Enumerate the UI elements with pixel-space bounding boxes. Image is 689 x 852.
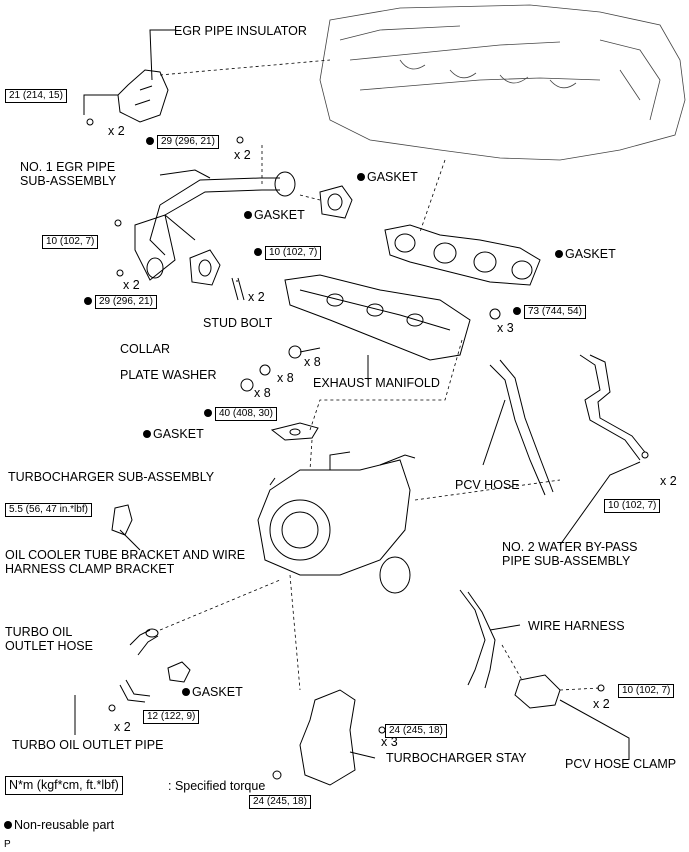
label-stud-bolt: STUD BOLT <box>203 316 273 330</box>
torque-box: 24 (245, 18) <box>249 795 311 809</box>
label-wire-harness: WIRE HARNESS <box>528 619 625 633</box>
qty-mark: x 3 <box>381 735 398 749</box>
label-pcv-hose: PCV HOSE <box>455 478 520 492</box>
qty-mark: x 3 <box>497 321 514 335</box>
legend-non-reusable-text: Non-reusable part <box>14 818 115 832</box>
non-reusable-dot-icon <box>182 688 190 696</box>
qty-mark: x 2 <box>593 697 610 711</box>
pcv-hose-clamp-part <box>514 674 561 709</box>
torque-box: 73 (744, 54) <box>524 305 586 319</box>
non-reusable-dot-icon <box>204 409 212 417</box>
turbo-gasket <box>270 422 319 441</box>
qty-mark: x 8 <box>304 355 321 369</box>
label-gasket-2: GASKET <box>244 208 305 222</box>
label-gasket-5: GASKET <box>182 685 243 699</box>
qty-mark: x 2 <box>248 290 265 304</box>
non-reusable-dot-icon <box>84 297 92 305</box>
wire-harness-part <box>459 589 496 689</box>
label-gasket-3: GASKET <box>555 247 616 261</box>
torque-box: 12 (122, 9) <box>143 710 200 724</box>
no2-water-bypass-pipe-part <box>579 354 649 461</box>
gasket-text: GASKET <box>565 247 616 261</box>
non-reusable-dot-icon <box>244 211 252 219</box>
label-collar: COLLAR <box>120 342 171 356</box>
no1-egr-pipe-part <box>149 177 280 256</box>
label-oil-cooler-bracket: OIL COOLER TUBE BRACKET AND WIRE HARNESS… <box>5 548 246 576</box>
collar-part <box>288 345 302 359</box>
gasket-text: GASKET <box>367 170 418 184</box>
egr-gasket-lower <box>189 249 221 286</box>
non-reusable-dot-icon <box>4 821 12 829</box>
non-reusable-dot-icon <box>357 173 365 181</box>
torque-box: 29 (296, 21) <box>95 295 157 309</box>
qty-mark: x 2 <box>108 124 125 138</box>
torque-box: 5.5 (56, 47 in.*lbf) <box>5 503 92 517</box>
qty-mark: x 2 <box>234 148 251 162</box>
stud-bolt-part <box>231 277 245 301</box>
label-turbocharger-stay: TURBOCHARGER STAY <box>386 751 527 765</box>
torque-box: 10 (102, 7) <box>618 684 675 698</box>
turbo-oil-outlet-pipe-part <box>119 679 151 703</box>
label-turbo-oil-outlet-pipe: TURBO OIL OUTLET PIPE <box>12 738 164 752</box>
qty-mark: x 8 <box>277 371 294 385</box>
footer-code: P <box>4 839 11 850</box>
pcv-hose-part <box>489 359 554 496</box>
non-reusable-dot-icon <box>146 137 154 145</box>
label-egr-pipe-insulator: EGR PIPE INSULATOR <box>174 24 307 38</box>
plate-washer-part <box>259 364 271 376</box>
egr-pipe-insulator-part <box>117 69 169 123</box>
torque-box: 10 (102, 7) <box>265 246 322 260</box>
legend-unit-box: N*m (kgf*cm, ft.*lbf) <box>5 776 123 795</box>
label-gasket-4: GASKET <box>143 427 204 441</box>
label-pcv-hose-clamp: PCV HOSE CLAMP <box>565 757 677 771</box>
torque-box: 40 (408, 30) <box>215 407 277 421</box>
torque-box: 24 (245, 18) <box>385 724 447 738</box>
qty-mark: x 8 <box>254 386 271 400</box>
label-gasket-1: GASKET <box>357 170 418 184</box>
torque-box: 29 (296, 21) <box>157 135 219 149</box>
label-turbocharger-sub-assembly: TURBOCHARGER SUB-ASSEMBLY <box>8 470 215 484</box>
oil-gasket-part <box>167 661 191 683</box>
gasket-text: GASKET <box>153 427 204 441</box>
exhaust-manifold-part <box>284 274 471 361</box>
non-reusable-dot-icon <box>555 250 563 258</box>
non-reusable-dot-icon <box>513 307 521 315</box>
label-plate-washer: PLATE WASHER <box>120 368 217 382</box>
exhaust-manifold-gasket <box>384 224 541 286</box>
non-reusable-dot-icon <box>143 430 151 438</box>
torque-box: 10 (102, 7) <box>42 235 99 249</box>
egr-gasket-top <box>319 185 353 219</box>
turbo-oil-outlet-hose-part <box>129 629 159 656</box>
label-no1-egr-pipe: NO. 1 EGR PIPE SUB-ASSEMBLY <box>20 160 117 188</box>
engine-block-illustration <box>319 4 686 161</box>
qty-mark: x 2 <box>660 474 677 488</box>
legend-unit-text: : Specified torque <box>168 779 266 793</box>
torque-box: 21 (214, 15) <box>5 89 67 103</box>
label-turbo-oil-outlet-hose: TURBO OIL OUTLET HOSE <box>5 625 93 653</box>
gasket-text: GASKET <box>254 208 305 222</box>
turbocharger-part <box>257 451 416 594</box>
gasket-text: GASKET <box>192 685 243 699</box>
non-reusable-dot-icon <box>254 248 262 256</box>
oil-cooler-bracket-part <box>111 504 133 536</box>
qty-mark: x 2 <box>123 278 140 292</box>
label-exhaust-manifold: EXHAUST MANIFOLD <box>313 376 440 390</box>
label-no2-water-bypass: NO. 2 WATER BY-PASS PIPE SUB-ASSEMBLY <box>502 540 638 568</box>
qty-mark: x 2 <box>114 720 131 734</box>
turbocharger-stay-part <box>299 689 356 786</box>
torque-box: 10 (102, 7) <box>604 499 661 513</box>
legend-non-reusable: Non-reusable part <box>4 818 114 832</box>
